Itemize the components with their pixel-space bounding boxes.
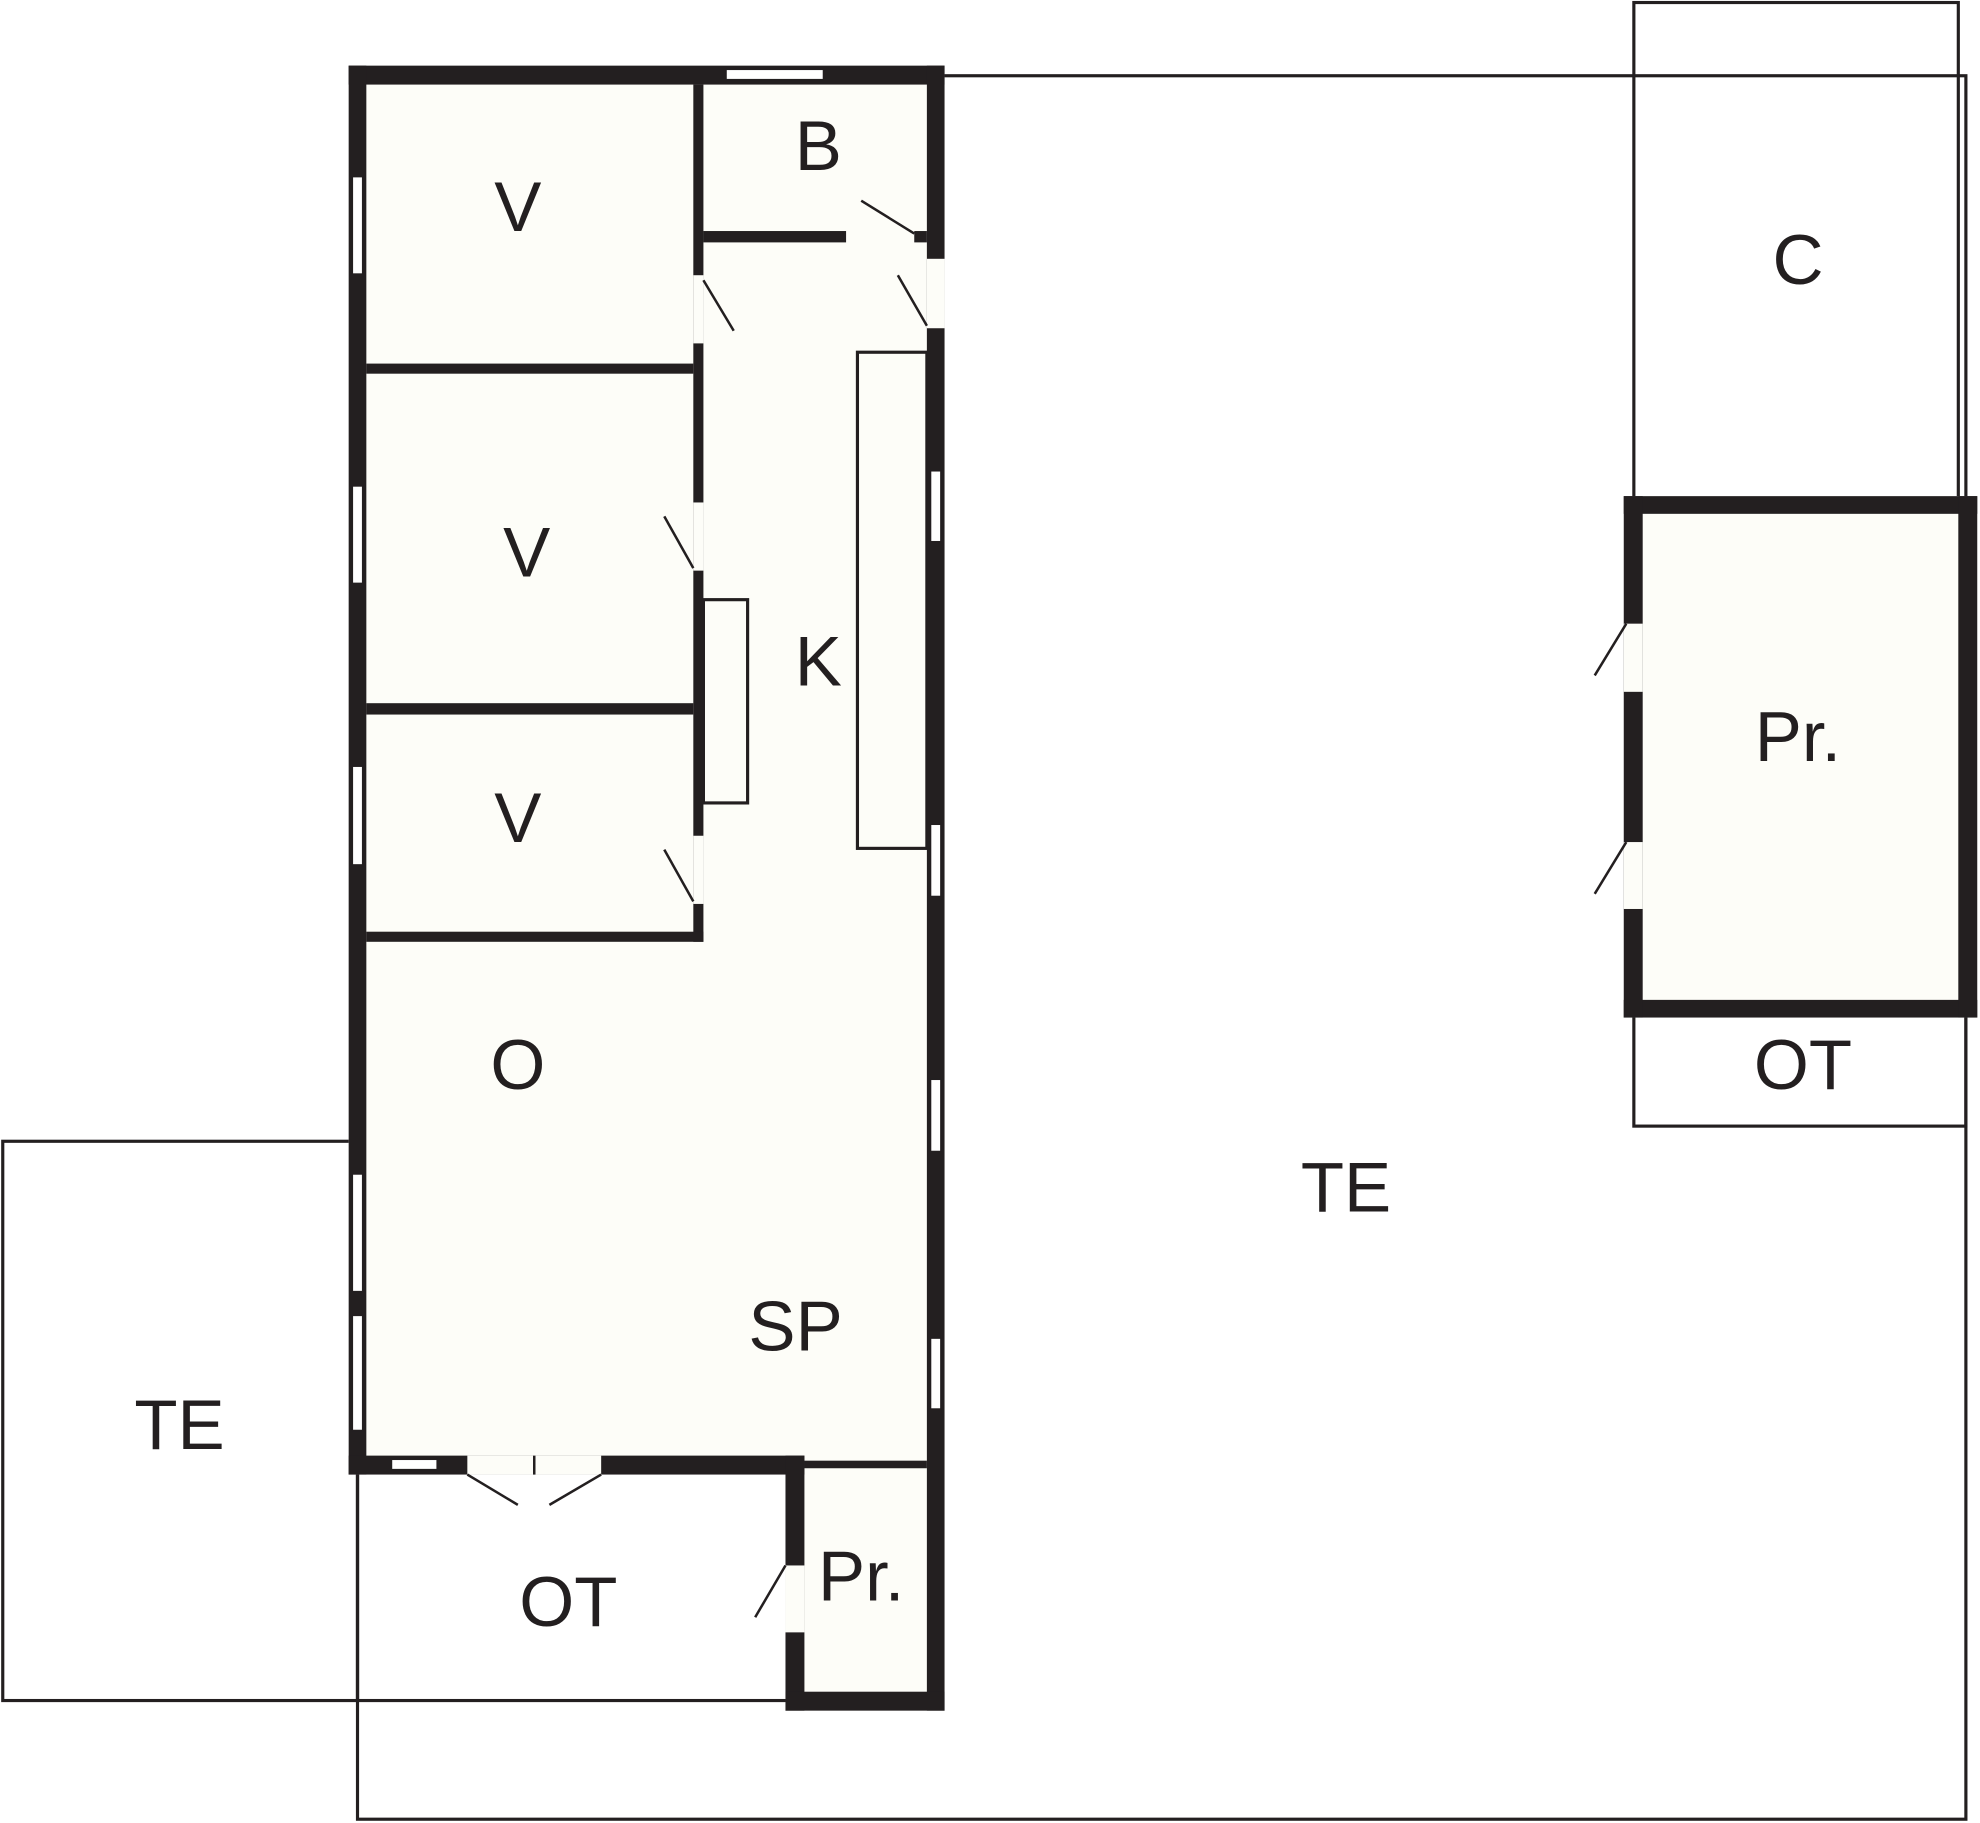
label-storage: C <box>1772 220 1823 299</box>
window <box>930 1078 942 1152</box>
house-interior <box>348 65 945 1475</box>
window <box>725 68 824 81</box>
window <box>930 1337 942 1410</box>
door-icon <box>1593 623 1628 677</box>
label-bedroom-2: V <box>503 513 550 592</box>
window <box>351 765 364 866</box>
door-icon <box>896 274 928 327</box>
window <box>351 485 364 584</box>
door-icon <box>1593 841 1628 895</box>
label-closet-right: Pr. <box>1755 697 1841 776</box>
door-icon <box>548 1473 602 1506</box>
window <box>390 1458 438 1471</box>
windows <box>351 68 942 1471</box>
window <box>930 470 942 543</box>
door-swings <box>466 199 1628 1618</box>
label-terrace-left: TE <box>134 1385 224 1464</box>
label-dining: SP <box>748 1287 842 1366</box>
label-porch-right: OT <box>1754 1025 1852 1104</box>
room-labels: V B V K V O SP TE C Pr. OT TE OT Pr. <box>134 106 1852 1641</box>
label-kitchen: K <box>795 621 842 700</box>
label-bedroom-1: V <box>494 167 541 246</box>
door-icon <box>663 849 695 903</box>
window <box>351 1314 364 1432</box>
door-icon <box>702 279 735 332</box>
window <box>930 823 942 897</box>
walls <box>348 65 1978 1711</box>
window <box>351 1173 364 1293</box>
label-bedroom-3: V <box>494 778 541 857</box>
closet-bottom-area <box>785 1461 945 1711</box>
door-icon <box>860 199 915 235</box>
door-icon <box>466 1473 519 1506</box>
closet-right-area <box>1623 496 1978 1018</box>
window <box>351 176 364 275</box>
door-icon <box>663 515 695 569</box>
label-bathroom: B <box>795 106 842 185</box>
label-terrace-main: TE <box>1301 1148 1391 1227</box>
label-porch-bottom: OT <box>519 1562 617 1641</box>
door-icon <box>754 1564 787 1618</box>
label-closet-bottom: Pr. <box>818 1537 904 1616</box>
label-living: O <box>490 1025 545 1104</box>
